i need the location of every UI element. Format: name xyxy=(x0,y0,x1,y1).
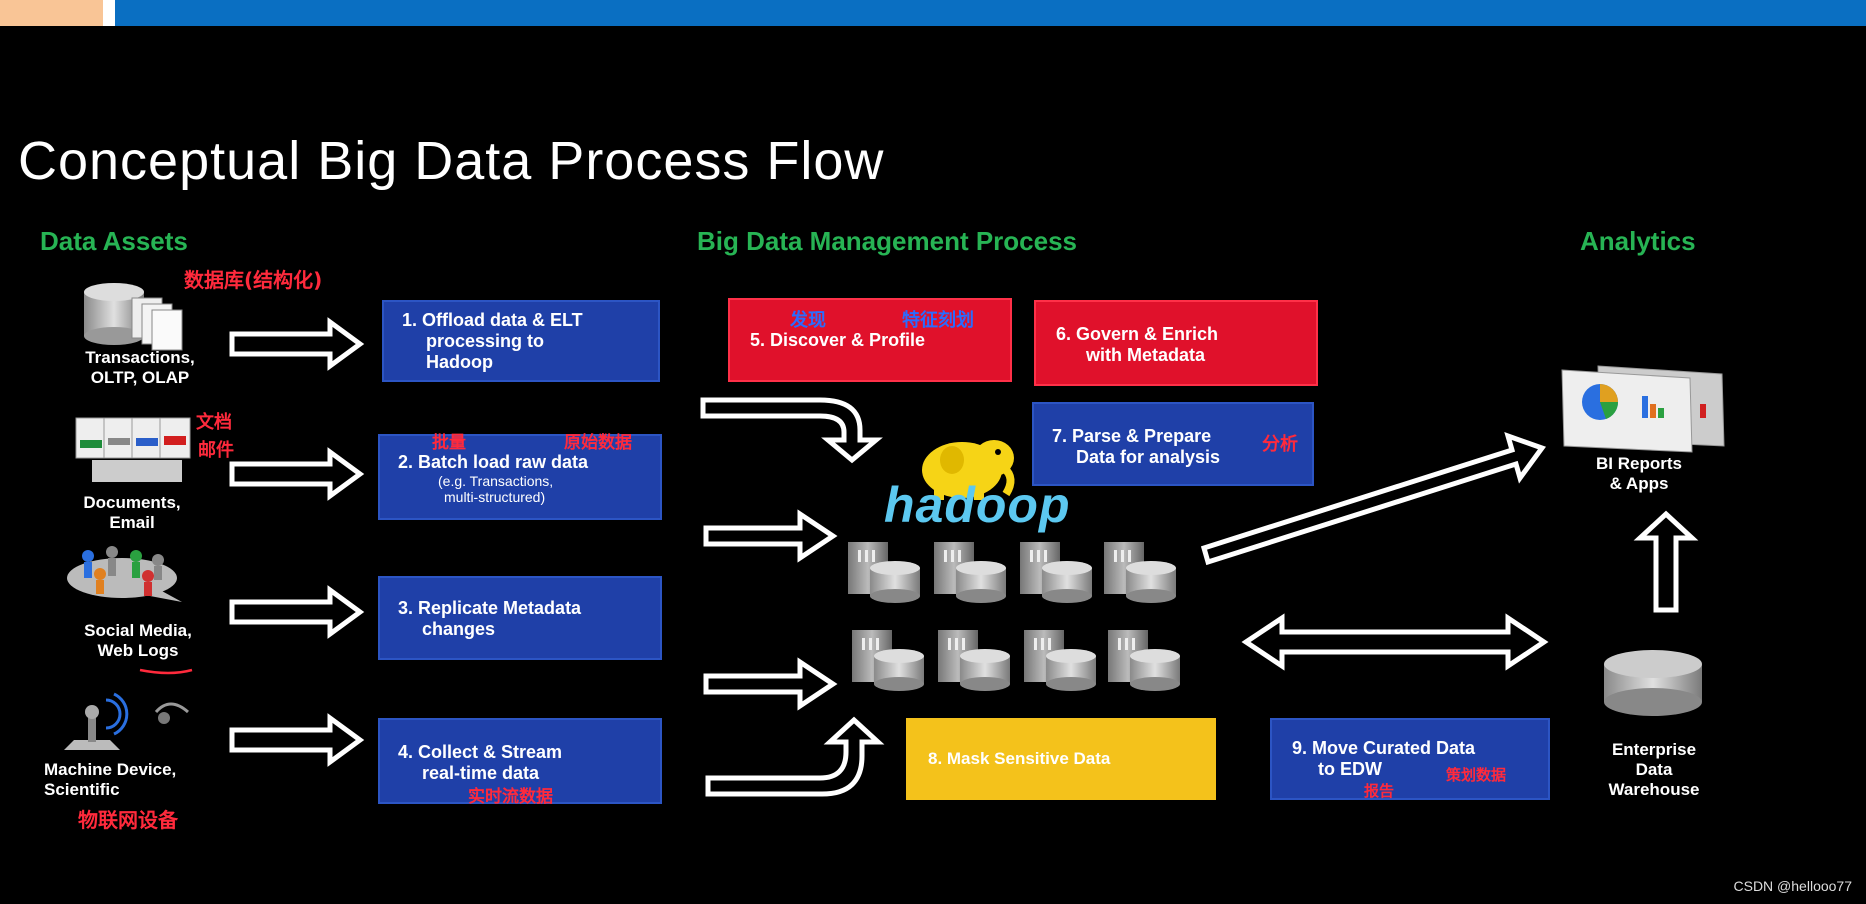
step-parse-prepare: 7. Parse & Prepare Data for analysis xyxy=(1032,402,1314,486)
annotation-database: 数据库(结构化) xyxy=(184,268,323,292)
asset-machine-device: Machine Device, Scientific xyxy=(44,760,177,799)
annotation-realtime: 实时流数据 xyxy=(468,787,553,807)
server-cluster-icon xyxy=(848,542,1180,691)
server-unit xyxy=(1104,542,1176,603)
annotation-email: 邮件 xyxy=(198,440,234,461)
annotation-discover: 发现 xyxy=(790,310,826,331)
server-unit xyxy=(938,630,1010,691)
hadoop-logo: hadoop xyxy=(884,477,1071,533)
server-unit xyxy=(852,630,924,691)
data-warehouse-icon xyxy=(1604,650,1702,716)
top-bar xyxy=(0,0,1866,26)
annotation-raw: 原始数据 xyxy=(564,433,632,453)
section-management: Big Data Management Process xyxy=(697,226,1078,256)
process-box-offload: 1. Offload data & ELT processing to Hado… xyxy=(382,300,660,382)
step-mask-sensitive: 8. Mask Sensitive Data xyxy=(906,718,1216,800)
annotation-report: 报告 xyxy=(1364,782,1395,800)
arrow-2 xyxy=(229,447,365,501)
hadoop-elephant-icon xyxy=(922,440,1015,500)
server-unit xyxy=(1024,630,1096,691)
slide-title: Conceptual Big Data Process Flow xyxy=(18,131,885,191)
section-data-assets: Data Assets xyxy=(40,226,188,256)
asset-documents: Documents, Email xyxy=(83,493,181,532)
arrow-3 xyxy=(229,585,365,639)
annotation-documents: 文档 xyxy=(196,412,232,433)
server-unit xyxy=(1020,542,1092,603)
server-unit xyxy=(848,542,920,603)
top-bar-divider xyxy=(103,0,115,26)
edw-label: Enterprise Data Warehouse xyxy=(1608,740,1700,799)
database-icon xyxy=(84,283,183,351)
arrow-curve-top xyxy=(700,397,883,464)
arrow-up xyxy=(1633,510,1699,613)
bi-reports-label: BI Reports & Apps xyxy=(1596,454,1682,493)
arrow-1 xyxy=(229,317,365,371)
documents-icon xyxy=(75,417,191,482)
step-discover-profile: 5. Discover & Profile xyxy=(728,298,1012,382)
arrow-to-bi xyxy=(1200,432,1547,566)
asset-transactions: Transactions, OLTP, OLAP xyxy=(85,348,195,387)
arrow-mid-2 xyxy=(703,657,838,711)
social-media-icon xyxy=(67,546,182,602)
annotation-curated: 策划数据 xyxy=(1446,766,1507,784)
bi-reports-icon xyxy=(1561,365,1725,453)
server-unit xyxy=(1108,630,1180,691)
step-move-curated: 9. Move Curated Data to EDW xyxy=(1270,718,1550,800)
arrow-double xyxy=(1241,613,1549,671)
server-unit xyxy=(934,542,1006,603)
annotation-analysis: 分析 xyxy=(1262,434,1298,455)
machine-device-icon xyxy=(64,692,189,750)
asset-social-media: Social Media, Web Logs xyxy=(84,621,192,660)
credit-watermark: CSDN @hellooo77 xyxy=(1733,878,1853,894)
annotation-feature: 特征刻划 xyxy=(902,310,974,331)
process-box-batch-load: 2. Batch load raw data (e.g. Transaction… xyxy=(378,434,662,520)
process-box-collect-stream: 4. Collect & Stream real-time data xyxy=(378,718,662,804)
annotation-iot: 物联网设备 xyxy=(78,808,178,832)
arrow-curve-bottom xyxy=(705,716,885,797)
arrow-mid-1 xyxy=(703,509,838,563)
top-bar-accent xyxy=(0,0,103,26)
section-analytics: Analytics xyxy=(1580,226,1696,256)
step-govern-enrich: 6. Govern & Enrich with Metadata xyxy=(1034,300,1318,386)
annotation-batch: 批量 xyxy=(432,433,466,453)
arrow-4 xyxy=(229,713,365,767)
process-box-replicate: 3. Replicate Metadata changes xyxy=(378,576,662,660)
